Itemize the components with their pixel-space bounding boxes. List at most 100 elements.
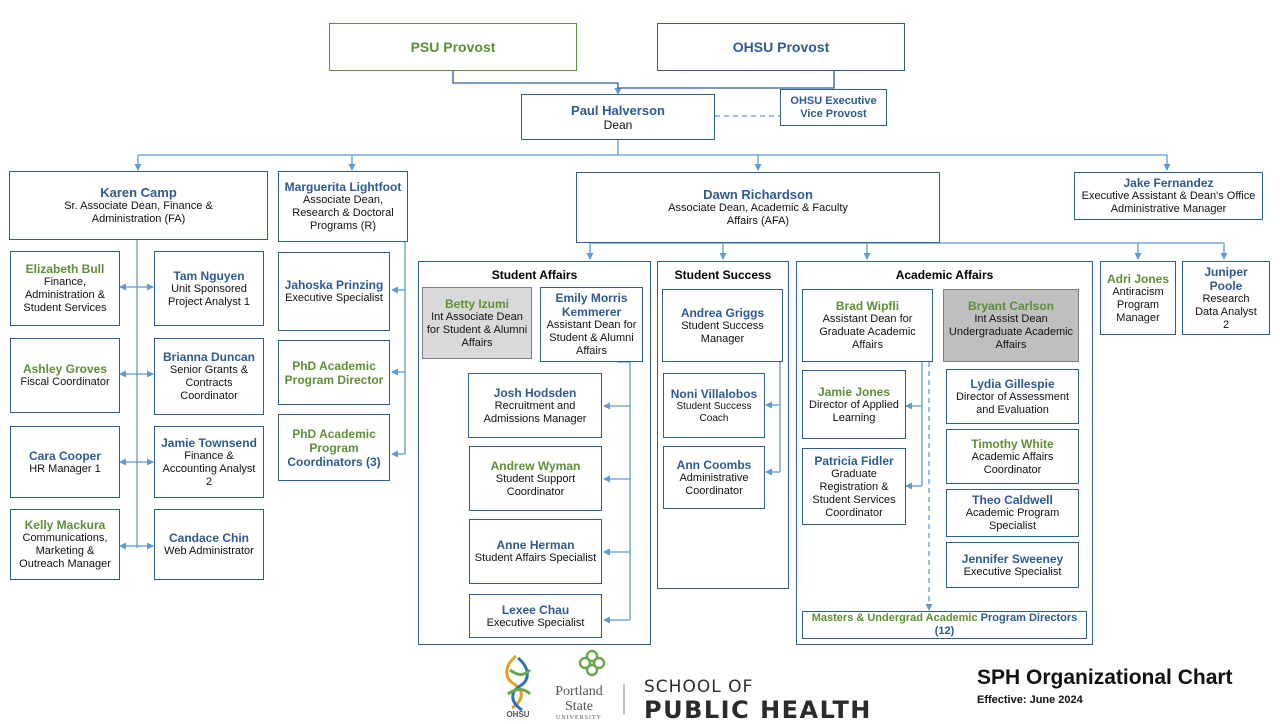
dean-box: Paul Halverson Dean [521, 94, 715, 140]
ss-ann-coombs: Ann Coombs Administrative Coordinator [663, 446, 765, 509]
staff-name: Ashley Groves [22, 362, 108, 376]
staff-name: Juniper Poole [1204, 264, 1248, 293]
adri-jones-box: Adri Jones Antiracism Program Manager [1100, 261, 1176, 335]
staff-title: Communications, Marketing & Outreach Man… [19, 532, 111, 570]
staff-title: Executive Specialist [285, 292, 383, 304]
staff-name: Kelly Mackura [24, 518, 106, 532]
staff-name: Brad Wipfli [835, 299, 900, 313]
sa-lexee-chau: Lexee Chau Executive Specialist [469, 594, 602, 638]
research-lead-title: Associate Dean, Research & Doctoral Prog… [292, 194, 394, 232]
staff-name: PhD Academic Program Director [284, 358, 384, 387]
staff-title: Unit Sponsored Project Analyst 1 [168, 282, 250, 308]
afa-lead-box: Dawn Richardson Associate Dean, Academic… [576, 172, 940, 243]
ohsu-logo-text: OHSU [506, 710, 530, 719]
jake-fernandez-box: Jake Fernandez Executive Assistant & Dea… [1074, 172, 1263, 220]
staff-name: Jamie Townsend [161, 435, 257, 450]
ss-noni-villalobos: Noni Villalobos Student Success Coach [663, 373, 765, 438]
staff-name: Ann Coombs [676, 457, 752, 472]
staff-title: Student Success Coach [676, 400, 752, 424]
dean-title: Dean [603, 117, 633, 132]
staff-name: Noni Villalobos [670, 386, 758, 401]
research-lead-box: Marguerita Lightfoot Associate Dean, Res… [278, 171, 408, 242]
effective-date: Effective: June 2024 [977, 694, 1083, 706]
staff-title: Academic Affairs Coordinator [971, 450, 1054, 476]
aa-brad-wipfli: Brad Wipfli Assistant Dean for Graduate … [802, 289, 933, 362]
fa-staff-jamie-townsend: Jamie Townsend Finance & Accounting Anal… [154, 426, 264, 498]
school-line2: PUBLIC HEALTH [644, 696, 872, 724]
staff-title: Int Assist Dean Undergraduate Academic A… [948, 313, 1074, 351]
student-affairs-group: Student Affairs [418, 261, 651, 645]
staff-name: Josh Hodsden [493, 385, 577, 400]
staff-name: Timothy White [971, 436, 1054, 451]
research-lead-name: Marguerita Lightfoot [284, 180, 402, 194]
masters-label-green: Masters & Undergrad Academic [811, 612, 978, 624]
staff-name: Lexee Chau [501, 602, 570, 617]
staff-name: Theo Caldwell [972, 493, 1053, 507]
ohsu-evp-label: OHSU Executive Vice Provost [790, 94, 877, 120]
staff-name: Betty Izumi [444, 296, 509, 311]
staff-name: Emily Morris Kemmerer [555, 291, 628, 319]
psu-line1: Portland [555, 684, 603, 699]
staff-name: Elizabeth Bull [25, 262, 105, 276]
fa-staff-candace-chin: Candace Chin Web Administrator [154, 509, 264, 580]
aa-masters-program-directors: Masters & Undergrad Academic Program Dir… [802, 611, 1087, 639]
staff-title: Senior Grants & Contracts Coordinator [169, 364, 249, 402]
chart-title: SPH Organizational Chart [977, 666, 1233, 689]
student-success-group: Student Success [657, 261, 789, 589]
staff-name: Patricia Fidler [814, 453, 894, 468]
staff-name: Adri Jones [1106, 271, 1169, 286]
staff-name: Jahoska Prinzing [284, 278, 384, 292]
sa-anne-herman: Anne Herman Student Affairs Specialist [469, 519, 602, 584]
juniper-poole-box: Juniper Poole Research Data Analyst 2 [1182, 261, 1270, 335]
staff-title: Student Support Coordinator [495, 472, 576, 498]
ohsu-logo-icon [505, 654, 532, 712]
student-affairs-heading: Student Affairs [491, 268, 578, 282]
dean-name: Paul Halverson [571, 102, 665, 118]
academic-affairs-heading: Academic Affairs [895, 268, 994, 282]
aa-jennifer-sweeney: Jennifer Sweeney Executive Specialist [946, 542, 1079, 588]
staff-title: Finance, Administration & Student Servic… [23, 276, 107, 314]
aa-jamie-jones: Jamie Jones Director of Applied Learning [802, 370, 906, 439]
staff-title: Finance & Accounting Analyst 2 [162, 449, 256, 488]
aa-timothy-white: Timothy White Academic Affairs Coordinat… [946, 429, 1079, 484]
sa-betty-izumi: Betty Izumi Int Associate Dean for Stude… [422, 287, 532, 359]
staff-title: Director of Applied Learning [809, 398, 899, 424]
staff-name: Jennifer Sweeney [961, 551, 1064, 566]
staff-title: Executive Specialist [486, 616, 585, 629]
staff-title: Academic Program Specialist [965, 507, 1060, 532]
fa-staff-elizabeth-bull: Elizabeth Bull Finance, Administration &… [10, 251, 120, 326]
staff-title: Antiracism Program Manager [1112, 285, 1164, 324]
staff-name: Andrea Griggs [680, 305, 765, 320]
staff-title: Int Associate Dean for Student & Alumni … [426, 310, 528, 349]
jake-title: Executive Assistant & Dean's Office Admi… [1081, 190, 1256, 215]
staff-name: Bryant Carlson [967, 299, 1055, 313]
staff-title: Fiscal Coordinator [20, 376, 110, 388]
fa-staff-tam-nguyen: Tam Nguyen Unit Sponsored Project Analys… [154, 251, 264, 326]
ohsu-provost-label: OHSU Provost [732, 39, 830, 55]
psu-provost-label: PSU Provost [410, 39, 496, 55]
staff-name: Lydia Gillespie [970, 376, 1055, 391]
masters-count: (12) [934, 625, 955, 637]
school-wordmark: SCHOOL OF PUBLIC HEALTH [644, 677, 872, 723]
afa-lead-name: Dawn Richardson [703, 187, 813, 202]
psu-line3: UNIVERSITY [556, 715, 602, 721]
staff-name: Cara Cooper [28, 448, 102, 463]
aa-theo-caldwell: Theo Caldwell Academic Program Specialis… [946, 489, 1079, 537]
jake-name: Jake Fernandez [1123, 176, 1214, 190]
masters-label-blue: Program Directors [977, 612, 1078, 624]
sa-emily-morris-kemmerer: Emily Morris Kemmerer Assistant Dean for… [540, 287, 643, 362]
fa-staff-brianna-duncan: Brianna Duncan Senior Grants & Contracts… [154, 338, 264, 415]
ohsu-provost-box: OHSU Provost [657, 23, 905, 71]
aa-patricia-fidler: Patricia Fidler Graduate Registration & … [802, 448, 906, 525]
aa-lydia-gillespie: Lydia Gillespie Director of Assessment a… [946, 369, 1079, 424]
research-staff-jahoska-prinzing: Jahoska Prinzing Executive Specialist [278, 252, 390, 331]
fa-lead-box: Karen Camp Sr. Associate Dean, Finance &… [9, 171, 268, 240]
staff-name: Anne Herman [496, 538, 575, 552]
ss-andrea-griggs: Andrea Griggs Student Success Manager [662, 289, 783, 362]
staff-name: Jamie Jones [817, 384, 891, 399]
psu-line2: State [565, 699, 593, 714]
academic-affairs-group: Academic Affairs [796, 261, 1093, 645]
staff-name: Candace Chin [168, 531, 249, 545]
staff-title: Student Affairs Specialist [474, 552, 597, 564]
afa-lead-title: Associate Dean, Academic & Faculty Affai… [668, 202, 848, 227]
